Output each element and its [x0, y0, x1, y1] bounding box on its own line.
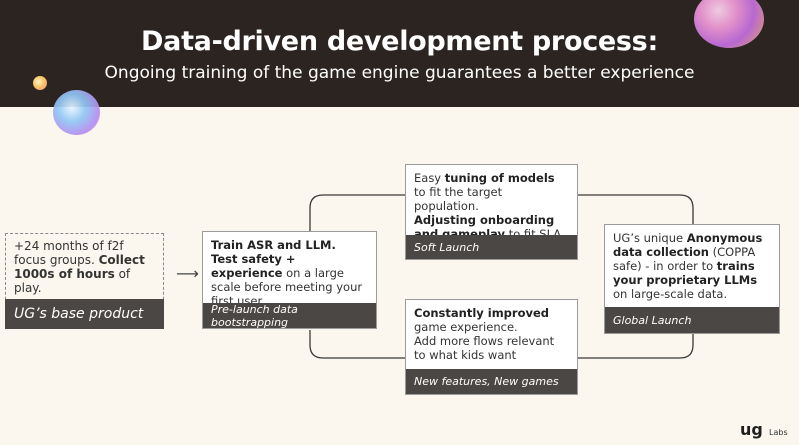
soft-launch-text-2: to fit the target population. [414, 185, 503, 213]
arrow-right-icon: ⟶ [176, 264, 199, 283]
base-product-text-1: +24 months of f2f focus groups. [14, 239, 124, 267]
global-launch-bold-2: trains your proprietary LLMs [613, 259, 758, 287]
soft-launch-text-1: Easy [414, 171, 445, 185]
prelaunch-text: Train ASR and LLM. Test safety + experie… [203, 232, 376, 308]
slide-subtitle: Ongoing training of the game engine guar… [104, 63, 695, 83]
ug-labs-logo-sub: Labs [769, 428, 788, 437]
soft-launch-bold-1: tuning of models [444, 171, 555, 185]
connector-prelaunch-to-newfeatures [309, 330, 405, 359]
decorative-bubble-small [33, 76, 47, 90]
soft-launch-card: Easy tuning of models to fit the target … [405, 164, 578, 260]
prelaunch-footer: Pre-launch data bootstrapping [203, 303, 376, 329]
global-launch-text-2: (COPPA safe) - in order to [613, 245, 756, 273]
connector-prelaunch-to-softlaunch [309, 194, 405, 232]
base-product-text-bold: Collect 1000s of hours [14, 253, 145, 281]
new-features-text: Constantly improved game experience. Add… [406, 300, 577, 362]
base-product-box: +24 months of f2f focus groups. Collect … [5, 233, 164, 329]
header-banner: Data-driven development process: Ongoing… [0, 0, 799, 107]
new-features-bold-1: Constantly improved [414, 306, 550, 320]
new-features-text-1: game experience. [414, 320, 518, 334]
global-launch-text-3: on large-scale data. [613, 287, 728, 301]
global-launch-footer: Global Launch [605, 307, 779, 333]
base-product-text: +24 months of f2f focus groups. Collect … [6, 234, 163, 300]
decorative-bubble-top-right [694, 0, 764, 48]
new-features-footer: New features, New games [406, 369, 577, 394]
new-features-card: Constantly improved game experience. Add… [405, 299, 578, 395]
base-product-footer: UG’s base product [5, 299, 164, 329]
new-features-text-2: Add more flows relevant to what kids wan… [414, 334, 555, 362]
prelaunch-card: Train ASR and LLM. Test safety + experie… [202, 231, 377, 329]
soft-launch-text: Easy tuning of models to fit the target … [406, 165, 577, 241]
prelaunch-bold-2: Test safety + experience [211, 252, 296, 280]
base-product-text-2: of play. [14, 267, 131, 295]
connector-softlaunch-to-global [578, 194, 694, 224]
global-launch-bold-1: Anonymous data collection [613, 231, 763, 259]
slide-title: Data-driven development process: [141, 26, 658, 57]
global-launch-text: UG’s unique Anonymous data collection (C… [605, 225, 779, 301]
connector-newfeatures-to-global [578, 334, 694, 359]
global-launch-card: UG’s unique Anonymous data collection (C… [604, 224, 780, 334]
prelaunch-bold-1: Train ASR and LLM. [211, 238, 336, 252]
soft-launch-footer: Soft Launch [406, 235, 577, 259]
ug-labs-logo: ug [740, 420, 763, 439]
global-launch-text-1: UG’s unique [613, 231, 687, 245]
decorative-bubble-left [53, 90, 100, 135]
